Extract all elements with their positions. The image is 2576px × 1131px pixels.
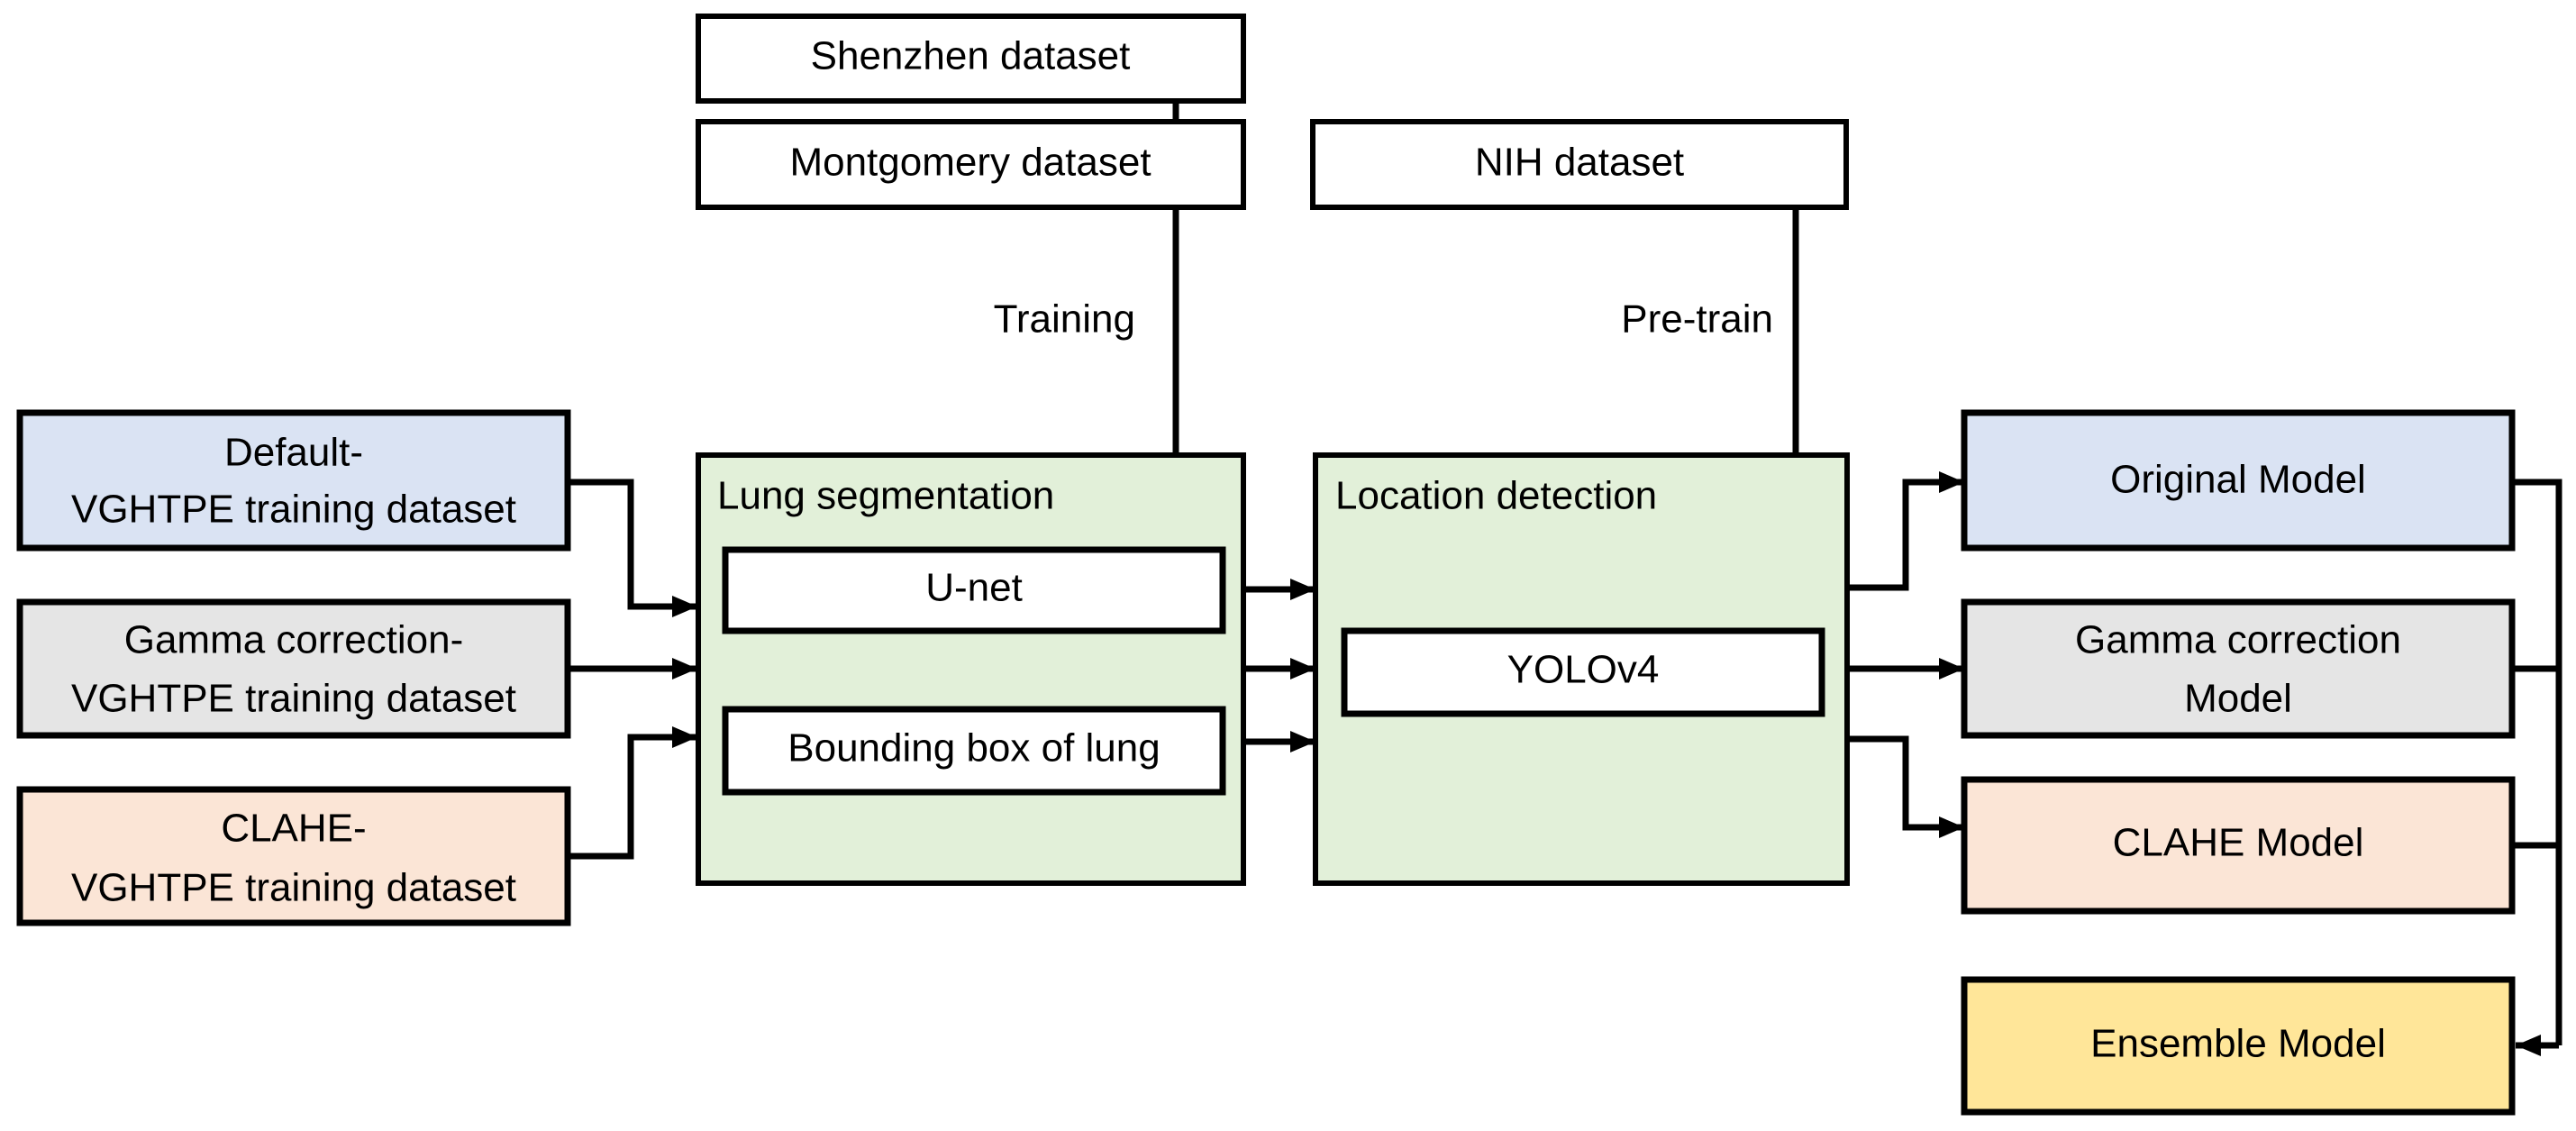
yolo-box [1341, 627, 1825, 717]
arrow-clahe-to-seg [568, 726, 697, 860]
bbox-lung-label: Bounding box of lung [787, 726, 1160, 771]
input-default: Default- VGHTPE training dataset [16, 409, 571, 552]
stage-lung-segmentation-title: Lung segmentation [717, 474, 1054, 518]
input-clahe-line2: VGHTPE training dataset [71, 866, 516, 910]
stage-lung-segmentation-box [696, 452, 1246, 886]
output-ensemble: Ensemble Model [1961, 976, 2516, 1116]
source-shenzhen: Shenzhen dataset [696, 14, 1246, 104]
stage-location-detection-title: Location detection [1335, 474, 1657, 518]
stage-location-detection: Location detection YOLOv4 [1313, 452, 1850, 886]
bbox-lung-box [722, 706, 1226, 796]
arrow-det-to-clahe [1847, 735, 1964, 838]
output-gamma-line1: Gamma correction [2075, 618, 2401, 662]
output-original: Original Model [1961, 409, 2516, 552]
arrow-default-to-seg [568, 479, 697, 617]
connectors [568, 101, 2562, 1056]
stage-lung-segmentation: Lung segmentation U-net Bounding box of … [696, 452, 1246, 886]
source-montgomery: Montgomery dataset [696, 119, 1246, 210]
output-gamma: Gamma correction Model [1961, 598, 2516, 739]
output-ensemble-box [1961, 976, 2516, 1116]
input-clahe: CLAHE- VGHTPE training dataset [16, 786, 571, 926]
input-gamma-line2: VGHTPE training dataset [71, 677, 516, 721]
output-original-line1: Original Model [2110, 458, 2366, 502]
output-clahe-line1: CLAHE Model [2113, 821, 2364, 865]
input-gamma: Gamma correction- VGHTPE training datase… [16, 598, 571, 739]
input-gamma-line1: Gamma correction- [124, 618, 464, 662]
pretrain-label: Pre-train [1621, 297, 1773, 342]
yolo-label: YOLOv4 [1507, 648, 1660, 692]
source-montgomery-box [696, 119, 1246, 210]
input-clahe-box [16, 786, 571, 926]
source-montgomery-label: Montgomery dataset [789, 141, 1151, 185]
line-original-to-bus [2512, 479, 2562, 1045]
training-label: Training [994, 297, 1135, 342]
output-original-box [1961, 409, 2516, 552]
input-gamma-box [16, 598, 571, 739]
arrow-det-to-original [1847, 471, 1964, 591]
output-clahe: CLAHE Model [1961, 776, 2516, 915]
source-nih-label: NIH dataset [1475, 141, 1684, 185]
output-clahe-box [1961, 776, 2516, 915]
input-default-line2: VGHTPE training dataset [71, 488, 516, 532]
source-shenzhen-label: Shenzhen dataset [811, 34, 1131, 78]
output-ensemble-line1: Ensemble Model [2090, 1022, 2386, 1066]
unet-label: U-net [925, 566, 1023, 610]
source-nih-box [1310, 119, 1849, 210]
input-clahe-line1: CLAHE- [221, 807, 366, 851]
output-gamma-line2: Model [2184, 677, 2292, 721]
source-shenzhen-box [696, 14, 1246, 104]
input-default-box [16, 409, 571, 552]
output-gamma-box [1961, 598, 2516, 739]
input-default-line1: Default- [224, 431, 363, 475]
source-nih: NIH dataset [1310, 119, 1849, 210]
unet-box [722, 546, 1226, 634]
